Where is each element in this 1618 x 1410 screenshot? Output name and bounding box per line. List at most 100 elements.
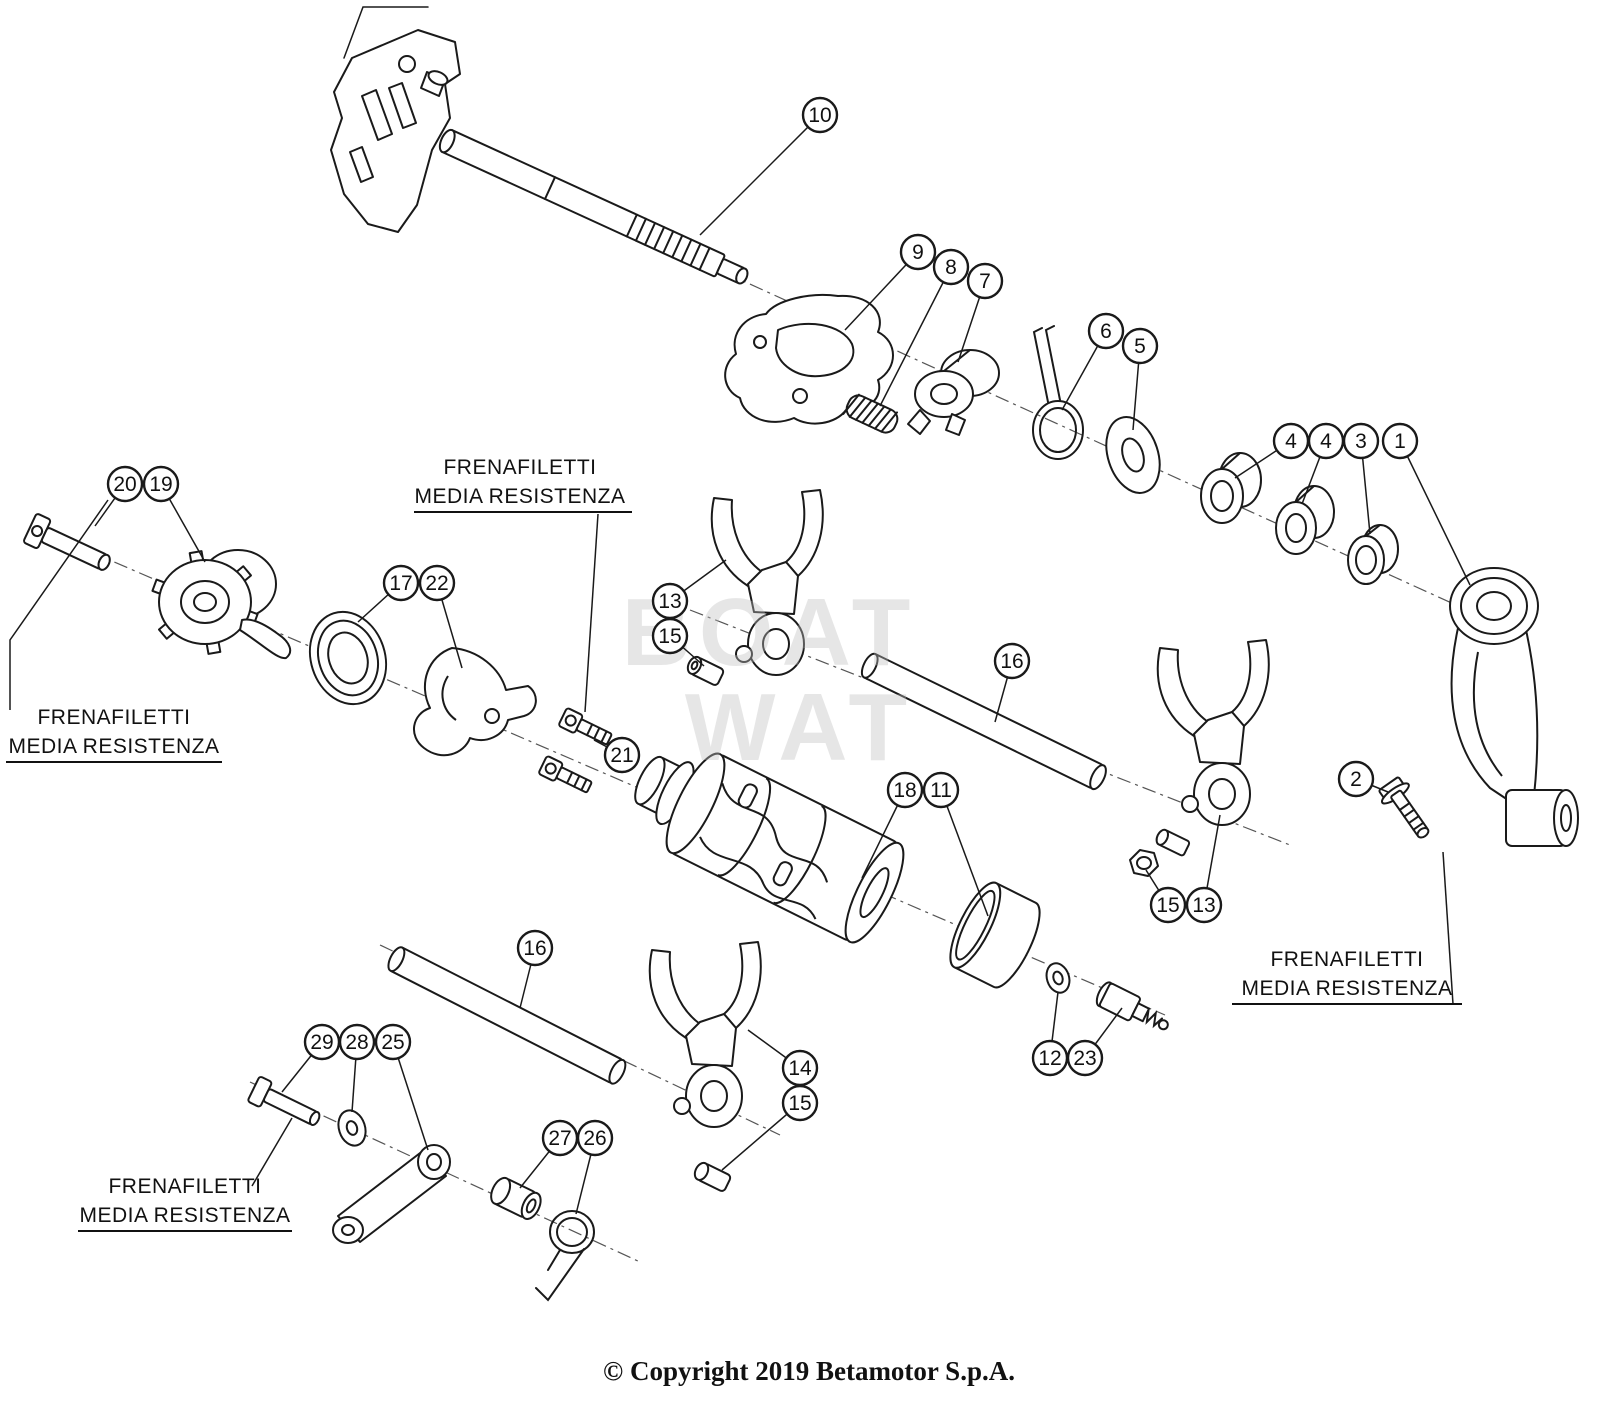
callout-circle bbox=[1185, 886, 1223, 924]
note-line1: FRENAFILETTI bbox=[1270, 948, 1423, 971]
part-bolt-29 bbox=[247, 1076, 321, 1126]
callout-number: 15 bbox=[658, 625, 681, 648]
part-rod-16-bottom bbox=[387, 946, 627, 1085]
callout-number: 26 bbox=[583, 1127, 606, 1150]
callout-circle bbox=[886, 771, 924, 809]
callout-circle bbox=[801, 96, 839, 134]
callout-circle bbox=[142, 465, 180, 503]
callout-15: 15 bbox=[651, 617, 689, 655]
callout-5: 5 bbox=[1121, 327, 1159, 365]
callout-11: 11 bbox=[922, 771, 960, 809]
part-seal-ring-17 bbox=[308, 610, 388, 706]
callout-leader bbox=[1399, 440, 1471, 586]
callout-21: 21 bbox=[603, 736, 641, 774]
callout-circle bbox=[922, 771, 960, 809]
callout-number: 15 bbox=[788, 1092, 811, 1115]
part-bushing-27 bbox=[490, 1176, 542, 1220]
callout-number: 16 bbox=[523, 937, 546, 960]
callout-16: 16 bbox=[516, 929, 554, 967]
part-bolt-2 bbox=[1378, 776, 1430, 839]
callout-13: 13 bbox=[651, 582, 689, 620]
note-leader bbox=[584, 513, 599, 713]
part-shift-fork-13-right bbox=[1156, 639, 1270, 826]
callout-number: 6 bbox=[1100, 320, 1112, 343]
callout-circle bbox=[516, 929, 554, 967]
callout-number: 20 bbox=[113, 473, 136, 496]
callout-number: 13 bbox=[1192, 894, 1215, 917]
callout-19: 19 bbox=[142, 465, 180, 503]
note-line2: MEDIA RESISTENZA bbox=[1241, 977, 1452, 1000]
part-shift-fork-14-bottom bbox=[648, 941, 762, 1128]
callout-17: 17 bbox=[382, 564, 420, 602]
callout-6: 6 bbox=[1087, 312, 1125, 350]
callout-2: 2 bbox=[1337, 760, 1375, 798]
copyright-text: © Copyright 2019 Betamotor S.p.A. bbox=[603, 1356, 1015, 1386]
callout-circle bbox=[651, 617, 689, 655]
callout-9: 9 bbox=[899, 233, 937, 271]
callout-22: 22 bbox=[418, 564, 456, 602]
part-spring-26 bbox=[535, 1210, 595, 1302]
note-line1: FRENAFILETTI bbox=[37, 706, 190, 729]
callout-number: 4 bbox=[1285, 430, 1297, 453]
part-screw-21a bbox=[558, 707, 613, 746]
part-shift-drum-18 bbox=[634, 752, 905, 944]
callout-number: 1 bbox=[1394, 430, 1406, 453]
callout-number: 11 bbox=[930, 779, 952, 802]
callout-circle bbox=[1381, 422, 1419, 460]
callout-29: 29 bbox=[303, 1023, 341, 1061]
callout-circle bbox=[966, 262, 1004, 300]
callout-circle bbox=[899, 233, 937, 271]
part-nut-15-right bbox=[1129, 849, 1159, 877]
callout-circle bbox=[382, 564, 420, 602]
callout-circle bbox=[603, 736, 641, 774]
callout-leader bbox=[940, 789, 989, 917]
part-ratchet-gear-19 bbox=[151, 549, 292, 660]
part-bushing-11 bbox=[949, 881, 1041, 989]
callout-number: 29 bbox=[310, 1031, 333, 1054]
callout-circle bbox=[106, 465, 144, 503]
callout-number: 19 bbox=[149, 473, 172, 496]
callout-number: 25 bbox=[381, 1031, 404, 1054]
callout-1: 1 bbox=[1381, 422, 1419, 460]
callout-number: 18 bbox=[893, 779, 916, 802]
part-pin-15-right bbox=[1155, 828, 1191, 857]
callout-circle bbox=[338, 1023, 376, 1061]
part-ring-3 bbox=[1347, 524, 1399, 585]
watermark: BOAT WAT bbox=[622, 579, 911, 781]
note-line1: FRENAFILETTI bbox=[108, 1175, 261, 1198]
part-gear-lever-1 bbox=[1449, 567, 1579, 847]
callout-13: 13 bbox=[1185, 886, 1223, 924]
callout-23: 23 bbox=[1066, 1039, 1104, 1077]
part-ratchet-plate-9 bbox=[724, 294, 894, 425]
note-frenafiletti-3: FRENAFILETTI MEDIA RESISTENZA bbox=[1232, 851, 1462, 1005]
note-line2: MEDIA RESISTENZA bbox=[79, 1204, 290, 1227]
note-leader bbox=[9, 499, 109, 710]
part-claw-plate-22 bbox=[413, 647, 537, 757]
callout-20: 20 bbox=[106, 465, 144, 503]
callout-12: 12 bbox=[1031, 1039, 1069, 1077]
callout-number: 21 bbox=[610, 744, 633, 767]
callout-number: 15 bbox=[1156, 894, 1179, 917]
callout-leader bbox=[699, 114, 821, 236]
callout-circle bbox=[1337, 760, 1375, 798]
callout-8: 8 bbox=[932, 248, 970, 286]
callout-15: 15 bbox=[1149, 886, 1187, 924]
note-leader bbox=[251, 1117, 293, 1187]
part-washer-5 bbox=[1105, 416, 1161, 494]
note-line1: FRENAFILETTI bbox=[443, 456, 596, 479]
part-clip-6 bbox=[1032, 325, 1084, 460]
callout-number: 4 bbox=[1320, 430, 1332, 453]
part-pin-15-bottom bbox=[693, 1161, 732, 1192]
callout-25: 25 bbox=[374, 1023, 412, 1061]
part-spring-8 bbox=[842, 393, 899, 434]
callout-number: 7 bbox=[979, 270, 991, 293]
callout-16: 16 bbox=[993, 642, 1031, 680]
callout-number: 5 bbox=[1134, 335, 1146, 358]
callout-number: 12 bbox=[1038, 1047, 1061, 1070]
callout-circle bbox=[418, 564, 456, 602]
callout-circle bbox=[374, 1023, 412, 1061]
part-lever-25 bbox=[332, 1144, 451, 1244]
